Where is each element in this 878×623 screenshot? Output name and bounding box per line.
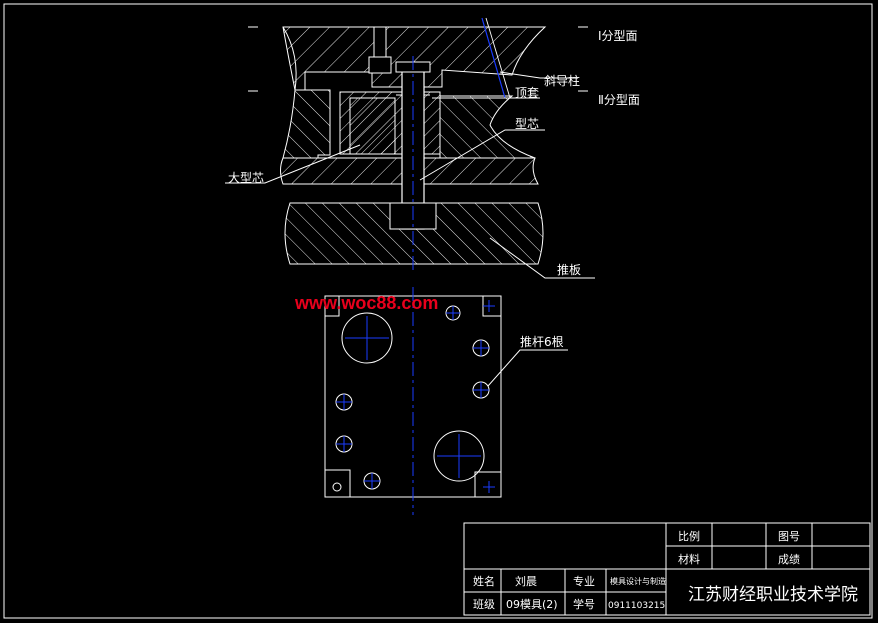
plan-corner-tl xyxy=(324,295,340,317)
tb-school: 江苏财经职业技术学院 xyxy=(688,585,858,605)
plan-corner-bl xyxy=(324,469,351,498)
tb-major-label: 专业 xyxy=(573,574,595,588)
top-plate xyxy=(282,26,547,91)
label-pins: 推杆6根 xyxy=(520,335,564,349)
top-plate-curve xyxy=(282,26,297,91)
tb-class-value: 09模具(2) xyxy=(506,598,558,611)
hole-centermarks xyxy=(336,300,495,493)
drawing-border xyxy=(3,3,873,619)
tb-student-id-value: 0911103215 xyxy=(608,601,665,611)
label-ejector-sleeve: 顶套 xyxy=(515,86,539,100)
guide-hole-lower xyxy=(433,430,485,482)
tb-student-id-label: 学号 xyxy=(573,597,595,611)
large-core-inner xyxy=(349,97,396,155)
leader-large-core xyxy=(225,144,361,184)
tb-name-value: 刘晨 xyxy=(515,575,537,588)
plan-corner-br xyxy=(474,471,502,498)
label-core: 型芯 xyxy=(515,117,539,131)
push-plate xyxy=(284,202,544,265)
cavity-plate xyxy=(282,89,536,159)
sprue-slot xyxy=(373,26,387,58)
tb-name-label: 姓名 xyxy=(473,574,495,588)
tb-grade-label: 成绩 xyxy=(778,553,800,566)
watermark: www.woc88.com xyxy=(294,293,438,313)
leader-core xyxy=(419,129,545,181)
leader-angle-pin xyxy=(499,71,578,79)
small-hole xyxy=(332,482,342,492)
label-large-core: 大型芯 xyxy=(228,171,264,185)
guide-hole-upper xyxy=(341,312,393,364)
leader-pins xyxy=(487,349,568,387)
angle-pin-line-1 xyxy=(481,17,506,99)
label-push-plate: 推板 xyxy=(557,263,581,277)
tb-material-label: 材料 xyxy=(678,552,700,566)
label-parting-1: Ⅰ分型面 xyxy=(598,29,638,43)
leader-push-plate xyxy=(489,237,595,279)
tb-scale-label: 比例 xyxy=(678,529,700,543)
tb-major-value: 模具设计与制造 xyxy=(610,576,666,586)
label-parting-2: Ⅱ分型面 xyxy=(598,93,640,107)
title-block xyxy=(463,522,871,616)
tb-class-label: 班级 xyxy=(473,598,495,611)
label-angle-pin: 斜导柱 xyxy=(544,73,580,88)
angle-pin-line-2 xyxy=(485,17,511,99)
ejector-pin-holes xyxy=(332,305,490,492)
tb-drawing-no-label: 图号 xyxy=(778,530,800,543)
sprue-head xyxy=(368,56,392,74)
